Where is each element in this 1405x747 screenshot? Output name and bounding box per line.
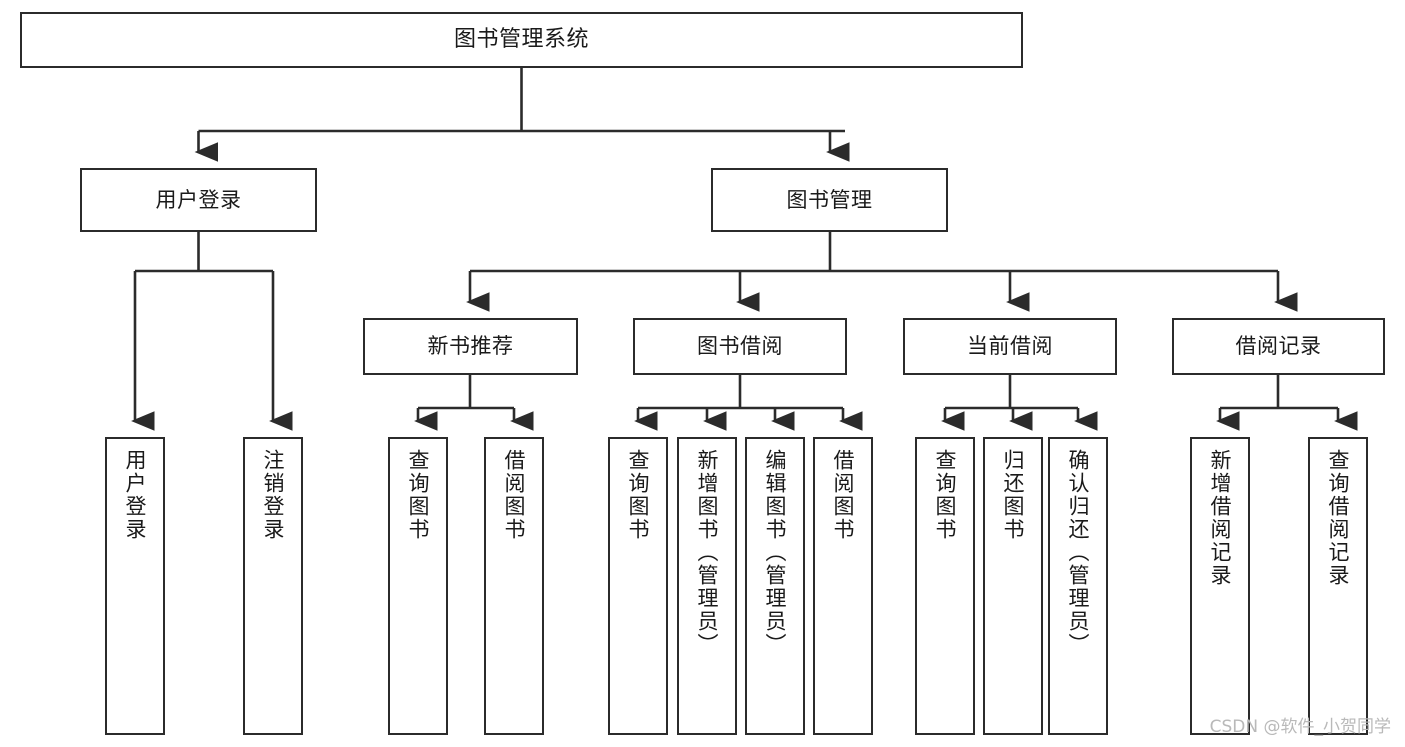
leaf-query-book[interactable]: 查询图书 xyxy=(608,437,668,735)
node-borrow-record[interactable]: 借阅记录 xyxy=(1172,318,1385,375)
leaf-confirm-return-admin-label: 确认归还（管理员） xyxy=(1066,449,1091,656)
node-current-borrow-label: 当前借阅 xyxy=(967,334,1053,359)
node-new-book-recommend[interactable]: 新书推荐 xyxy=(363,318,578,375)
leaf-query-book-current-label: 查询图书 xyxy=(933,449,958,541)
leaf-borrow-book-new-label: 借阅图书 xyxy=(502,449,527,541)
csdn-watermark: CSDN @软件_小贺同学 xyxy=(1209,717,1391,737)
node-book-manage-label: 图书管理 xyxy=(786,187,873,212)
node-book-borrow[interactable]: 图书借阅 xyxy=(633,318,847,375)
leaf-query-book-label: 查询图书 xyxy=(626,449,651,541)
leaf-query-book-new[interactable]: 查询图书 xyxy=(388,437,448,735)
leaf-query-borrow-record[interactable]: 查询借阅记录 xyxy=(1308,437,1368,735)
leaf-borrow-book-new[interactable]: 借阅图书 xyxy=(484,437,544,735)
leaf-confirm-return-admin[interactable]: 确认归还（管理员） xyxy=(1048,437,1108,735)
leaf-edit-book-admin-label: 编辑图书（管理员） xyxy=(763,449,788,656)
leaf-query-book-current[interactable]: 查询图书 xyxy=(915,437,975,735)
node-user-login[interactable]: 用户登录 xyxy=(80,168,317,232)
leaf-return-book-label: 归还图书 xyxy=(1001,449,1026,541)
leaf-borrow-book[interactable]: 借阅图书 xyxy=(813,437,873,735)
leaf-edit-book-admin[interactable]: 编辑图书（管理员） xyxy=(745,437,805,735)
leaf-add-book-admin[interactable]: 新增图书（管理员） xyxy=(677,437,737,735)
leaf-logout[interactable]: 注销登录 xyxy=(243,437,303,735)
node-book-borrow-label: 图书借阅 xyxy=(697,334,783,359)
node-root[interactable]: 图书管理系统 xyxy=(20,12,1023,68)
leaf-query-borrow-record-label: 查询借阅记录 xyxy=(1326,449,1351,587)
node-current-borrow[interactable]: 当前借阅 xyxy=(903,318,1117,375)
leaf-borrow-book-label: 借阅图书 xyxy=(831,449,856,541)
leaf-add-borrow-record-label: 新增借阅记录 xyxy=(1208,449,1233,587)
leaf-user-login-label: 用户登录 xyxy=(123,449,148,541)
node-root-label: 图书管理系统 xyxy=(453,27,589,53)
leaf-user-login[interactable]: 用户登录 xyxy=(105,437,165,735)
node-borrow-record-label: 借阅记录 xyxy=(1235,334,1322,359)
node-user-login-label: 用户登录 xyxy=(155,187,242,212)
leaf-add-book-admin-label: 新增图书（管理员） xyxy=(695,449,720,656)
node-new-book-recommend-label: 新书推荐 xyxy=(427,334,514,359)
leaf-logout-label: 注销登录 xyxy=(261,449,286,541)
leaf-return-book[interactable]: 归还图书 xyxy=(983,437,1043,735)
node-book-manage[interactable]: 图书管理 xyxy=(711,168,948,232)
leaf-query-book-new-label: 查询图书 xyxy=(406,449,431,541)
leaf-add-borrow-record[interactable]: 新增借阅记录 xyxy=(1190,437,1250,735)
